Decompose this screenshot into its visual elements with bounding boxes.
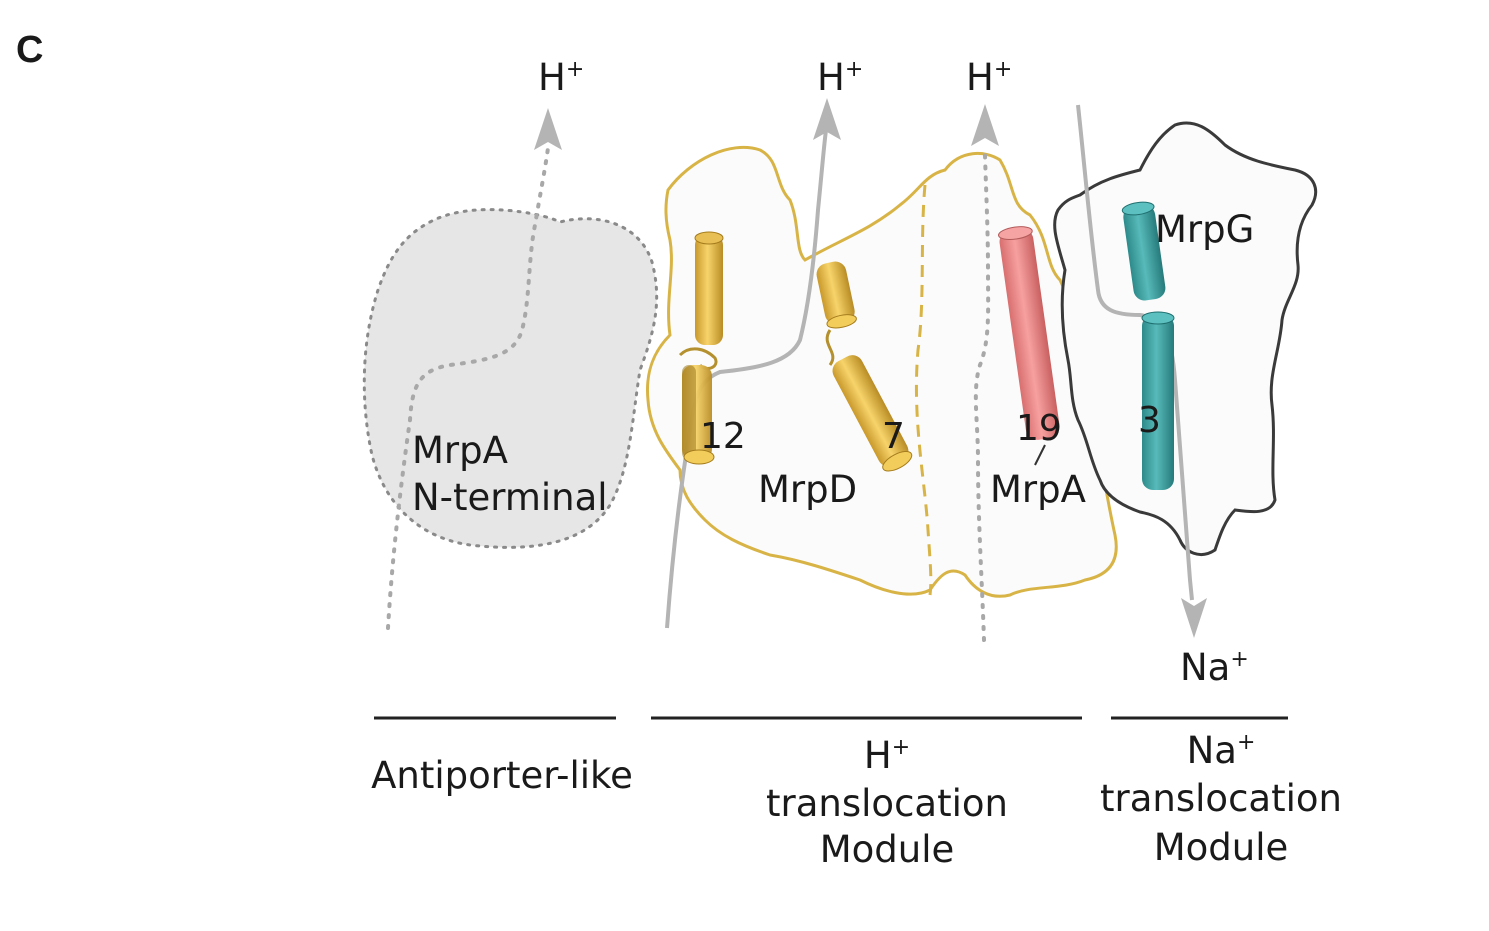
helix-19-cylinder: [998, 226, 1060, 440]
helix-12-cylinder: [678, 231, 724, 465]
proton-label-2: H+: [817, 56, 863, 99]
helix-12-label: 12: [700, 416, 746, 457]
sodium-label: Na+: [1180, 646, 1249, 689]
proton-path-2: [665, 129, 828, 629]
helix-3-label: 3: [1138, 400, 1161, 441]
proton-label-1: H+: [538, 56, 584, 99]
mrpa-label: MrpA: [990, 468, 1086, 511]
proton-path-1: [386, 146, 550, 630]
h-module-label-line3: Module: [820, 828, 955, 871]
proton-arrowhead-2: [813, 98, 841, 140]
h-module-label-line1: H+: [864, 734, 910, 777]
sodium-arrowhead: [1181, 598, 1207, 638]
mrpg-outline: [1053, 121, 1318, 556]
mrpg-label: MrpG: [1155, 208, 1254, 251]
h-module-label-line2: translocation: [766, 782, 1008, 825]
proton-label-3: H+: [966, 56, 1012, 99]
mrpd-mrpa-outline: [645, 145, 1118, 598]
proton-arrowhead-3: [971, 104, 999, 146]
antiporter-module-label: Antiporter-like: [371, 754, 633, 797]
mrpa-nterminal-label-line2: N-terminal: [412, 476, 608, 519]
na-module-label-line2: translocation: [1100, 777, 1342, 820]
helix-7-label: 7: [882, 416, 905, 457]
proton-path-3: [973, 153, 991, 642]
mrpa-nterminal-label-line1: MrpA: [412, 429, 508, 472]
panel-label: C: [16, 29, 43, 71]
mrpa-nterminal-region: [362, 208, 659, 549]
helix-19-label: 19: [1016, 408, 1062, 449]
helix-7-cylinder: [816, 261, 913, 472]
na-module-label-line1: Na+: [1187, 729, 1256, 772]
na-module-label-line3: Module: [1154, 826, 1289, 869]
mrpa-leader-line: [1034, 444, 1046, 466]
helix-3-cylinder: [1121, 201, 1175, 490]
proton-arrowhead-1: [534, 108, 562, 150]
mrpd-label: MrpD: [758, 468, 857, 511]
